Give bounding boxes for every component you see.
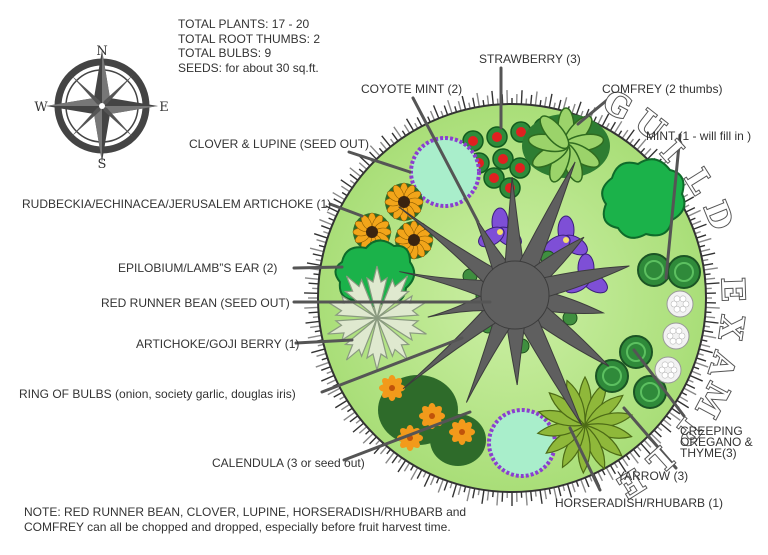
label-rudbeckia: RUDBECKIA/ECHINACEA/JERUSALEM ARTICHOKE … (22, 197, 332, 211)
label-epilobium: EPILOBIUM/LAMB”S EAR (2) (118, 261, 278, 275)
label-runner-bean: RED RUNNER BEAN (SEED OUT) (101, 296, 290, 310)
totals-block: TOTAL PLANTS: 17 - 20 TOTAL ROOT THUMBS:… (178, 17, 320, 75)
label-clover-lupine: CLOVER & LUPINE (SEED OUT) (189, 137, 370, 151)
comfrey-plant (522, 107, 610, 183)
seeds-coverage: SEEDS: for about 30 sq.ft. (178, 60, 319, 75)
total-plants: TOTAL PLANTS: 17 - 20 (178, 17, 310, 31)
label-calendula: CALENDULA (3 or seed out) (212, 456, 365, 470)
note-text: NOTE: RED RUNNER BEAN, CLOVER, LUPINE, H… (24, 505, 466, 535)
tree-canopy (398, 161, 630, 426)
note-line-2: COMFREY can all be chopped and dropped, … (24, 520, 451, 534)
title-letter: X (710, 312, 751, 344)
label-comfrey: COMFREY (2 thumbs) (602, 82, 723, 96)
compass-s: S (98, 157, 107, 172)
label-bulbs: RING OF BULBS (onion, society garlic, do… (19, 387, 296, 401)
label-horseradish: HORSERADISH/RHUBARB (1) (555, 496, 724, 510)
compass-rose-icon (46, 50, 158, 162)
leader-lines (292, 66, 686, 492)
title-letter: E (713, 276, 752, 304)
compass-e: E (159, 100, 169, 115)
yarrow-plants (654, 290, 694, 384)
compass-w: W (34, 100, 48, 115)
label-yarrow: YARROW (3) (617, 469, 689, 483)
compass-n: N (96, 44, 107, 59)
calendula-flowers (378, 375, 486, 466)
label-strawberry: STRAWBERRY (3) (479, 52, 581, 66)
label-oregano-thyme: CREEPING OREGANO & THYME(3) (680, 424, 753, 460)
label-mint: MINT (1 - will fill in ) (646, 129, 752, 143)
label-coyote-mint: COYOTE MINT (2) (361, 82, 463, 96)
note-line-1: NOTE: RED RUNNER BEAN, CLOVER, LUPINE, H… (24, 505, 467, 519)
total-root-thumbs: TOTAL ROOT THUMBS: 2 (178, 31, 321, 46)
label-artichoke: ARTICHOKE/GOJI BERRY (1) (136, 337, 300, 351)
total-bulbs: TOTAL BULBS: 9 (178, 46, 272, 60)
